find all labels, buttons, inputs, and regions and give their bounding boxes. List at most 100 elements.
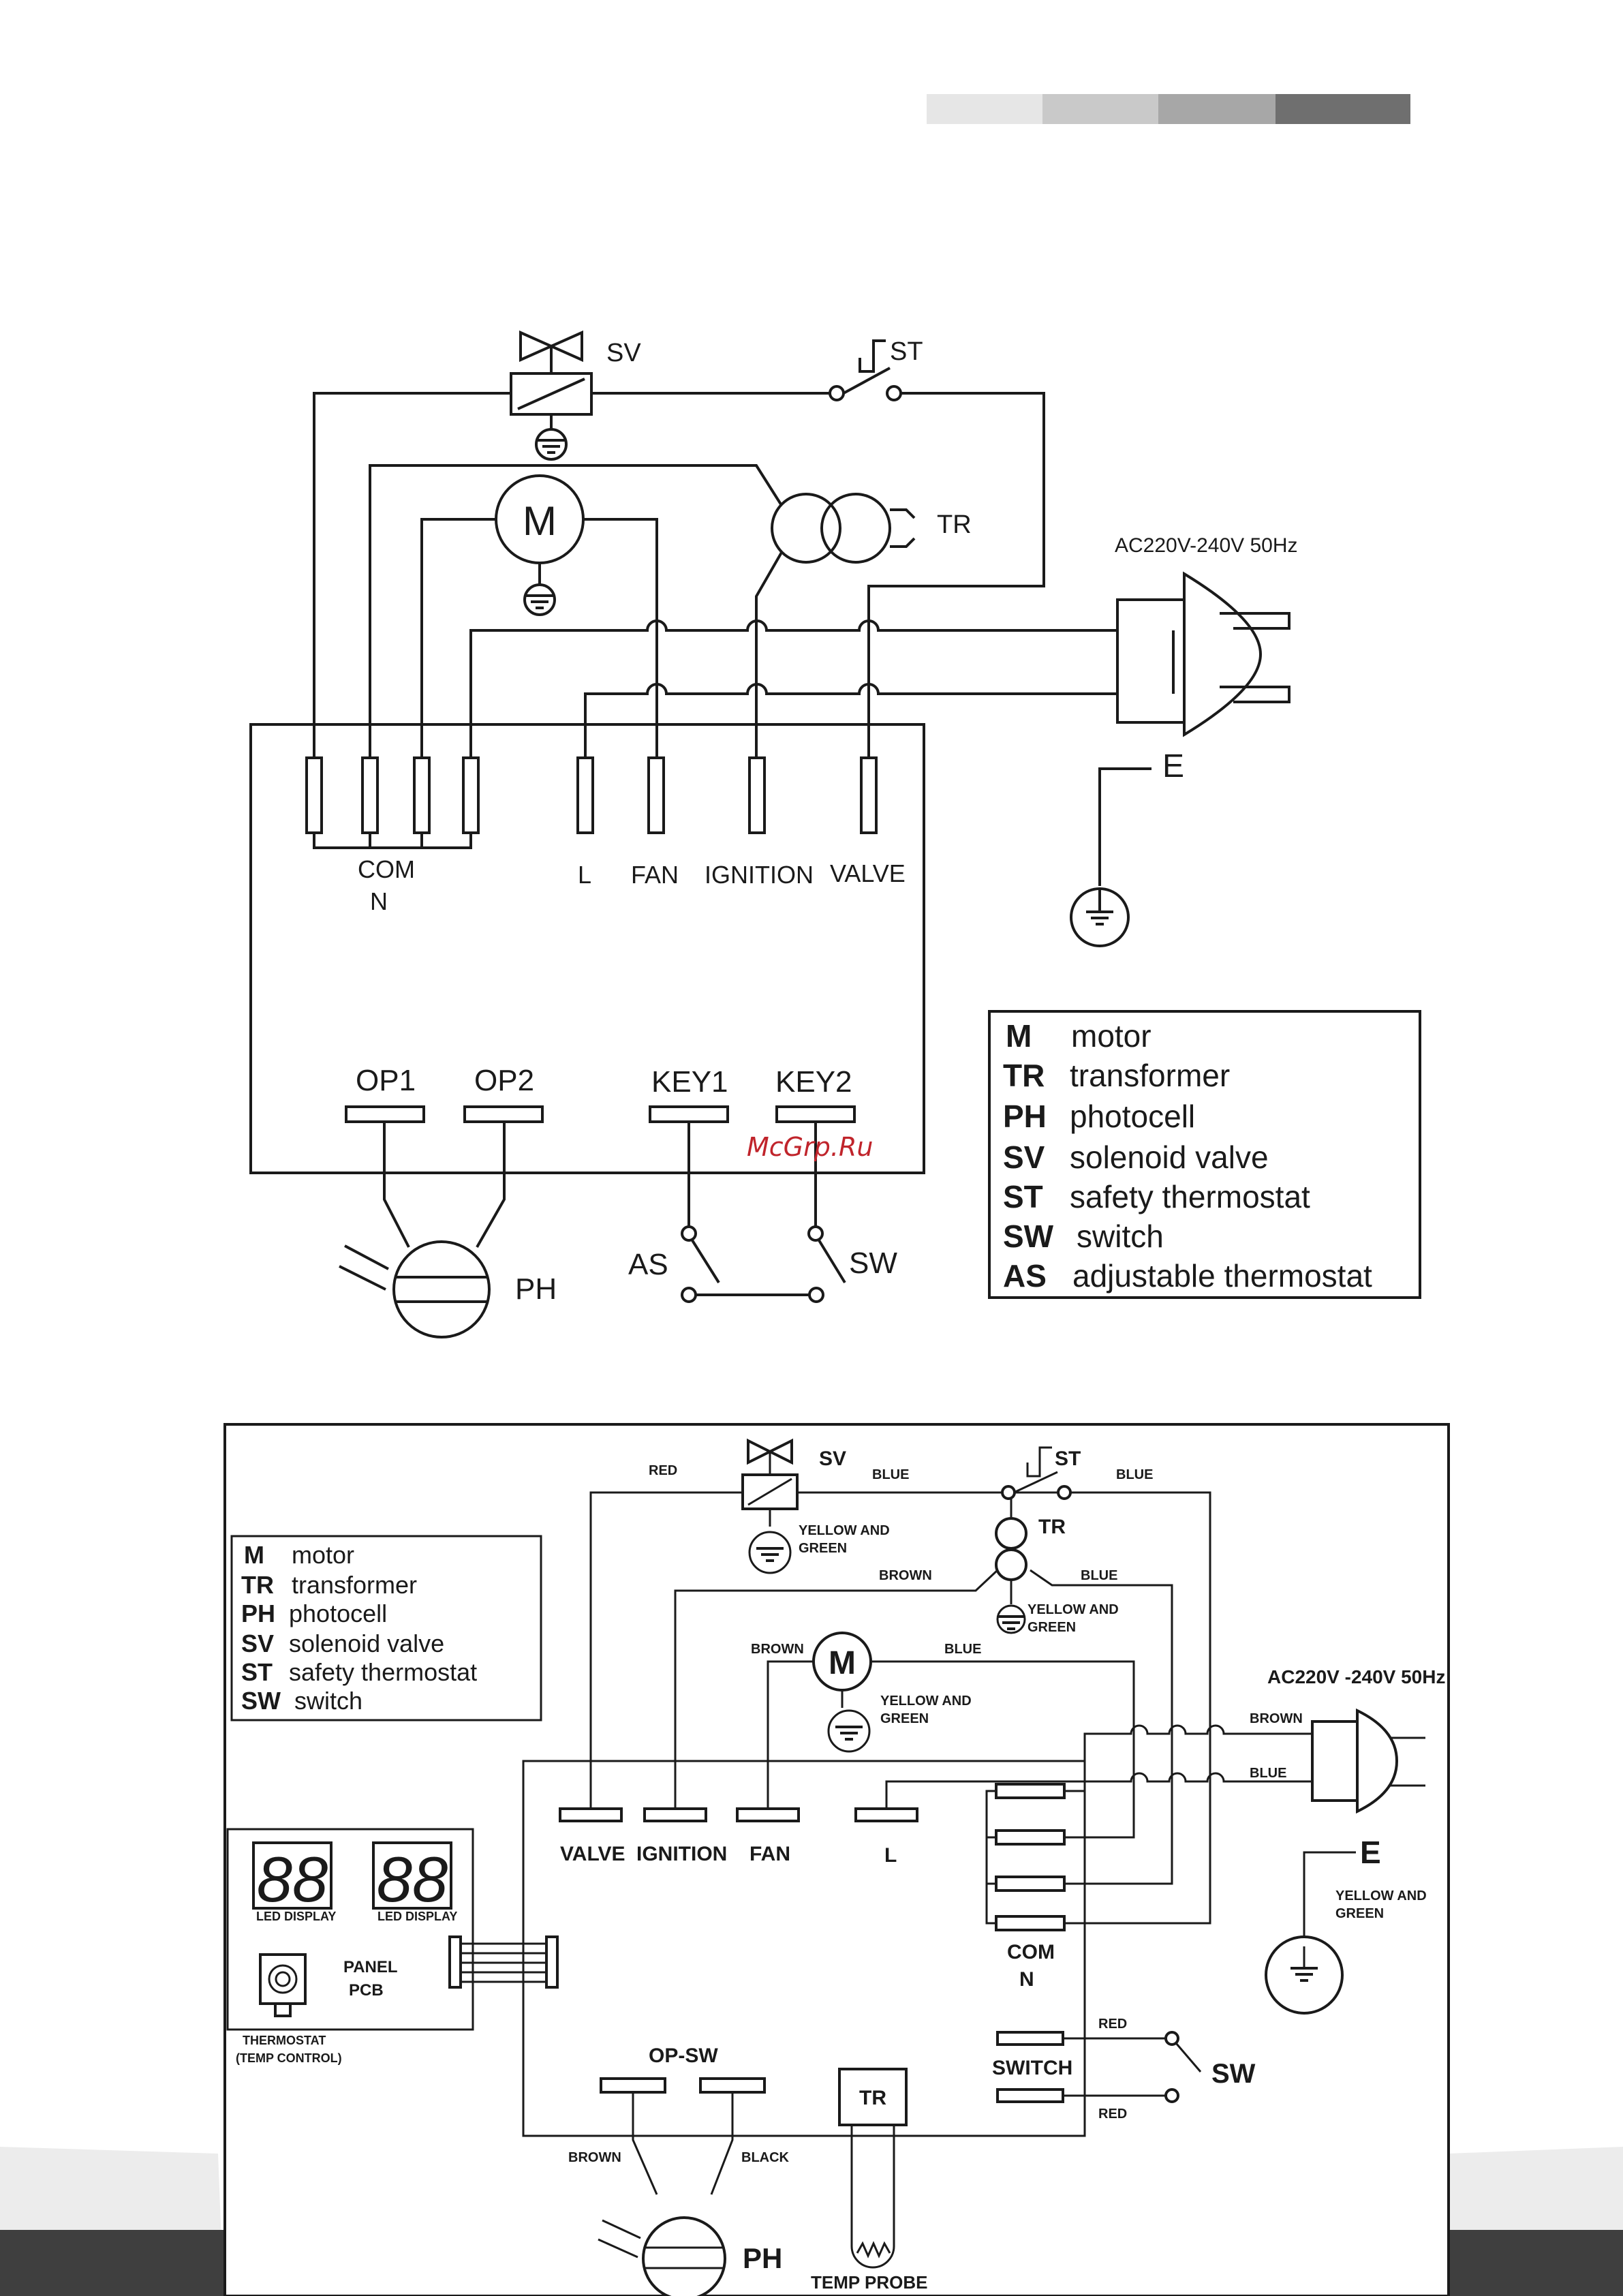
d2-label-thermostat-2: (TEMP CONTROL) [236,2051,342,2065]
d2-label-com: COM [1007,1941,1055,1963]
d2-label-panel: PANEL [343,1958,398,1976]
header-swatch-1 [927,94,1042,124]
d2-legend: M motor TR transformer PH photocell SV s… [230,1535,542,1721]
d1-solenoid-valve: SV [510,330,641,461]
d2-legend-code-4: SV [241,1629,274,1657]
d2-legend-desc-3: photocell [289,1599,387,1627]
d2-label-red-sv: RED [649,1463,677,1478]
d2-led-digits-2: 88 [377,1843,448,1915]
d2-legend-code-5: ST [241,1658,273,1686]
d2-label-fan: FAN [749,1843,790,1865]
d1-legend-desc-3: photocell [1070,1099,1195,1134]
d2-legend-desc-2: transformer [292,1571,417,1599]
header-color-bar [927,94,1410,124]
d2-label-tr: TR [1038,1516,1066,1538]
d2-label-op-sw: OP-SW [649,2045,718,2067]
d2-label-yg-e-2: GREEN [1335,1906,1384,1921]
d2-label-yg-sv-2: GREEN [799,1541,847,1556]
d2-label-thermostat-1: THERMOSTAT [243,2034,326,2047]
d1-label-n: N [370,887,388,915]
d1-legend-desc-2: transformer [1070,1058,1230,1093]
d1-legend-code-5: ST [1003,1179,1043,1214]
d2-label-pcb: PCB [349,1981,384,2000]
d2-legend-desc-1: motor [292,1541,354,1569]
d1-label-earth: E [1162,748,1184,784]
d1-label-sw: SW [849,1246,897,1280]
d1-label-power: AC220V-240V 50Hz [1115,534,1298,557]
d2-label-blue-plug: BLUE [1250,1766,1286,1781]
d1-transformer: TR [771,493,972,564]
d1-label-fan: FAN [631,861,679,889]
d1-legend-desc-5: safety thermostat [1070,1179,1310,1214]
d1-label-valve: VALVE [830,859,906,887]
d1-legend-code-3: PH [1003,1099,1047,1134]
d1-control-board [249,723,925,1174]
d2-legend-desc-5: safety thermostat [289,1658,477,1686]
d2-label-ignition: IGNITION [636,1843,727,1865]
d2-panel-pcb: 88 88 LED DISPLAY LED DISPLAY PANEL PCB … [226,1828,559,2065]
d2-wiring [589,1491,1312,2246]
d2-label-tr-box: TR [859,2087,886,2109]
d2-motor: M BROWN BLUE YELLOW AND GREEN [751,1632,981,1753]
d2-safety-thermostat: ST BLUE [1001,1446,1153,1500]
d1-legend-desc-6: switch [1077,1219,1164,1254]
d2-label-l: L [884,1844,897,1867]
d2-legend-desc-6: switch [294,1687,362,1715]
d2-label-led-display-2: LED DISPLAY [377,1910,457,1923]
d2-temp-probe: TEMP PROBE [811,2241,927,2293]
d2-power-plug: AC220V -240V 50Hz BROWN BLUE [1250,1666,1445,1814]
diagram-2: M motor TR transformer PH photocell SV s… [223,1423,1450,2296]
d2-legend-code-6: SW [241,1687,281,1715]
d2-label-black-ph: BLACK [741,2150,790,2165]
d2-label-blue-st: BLUE [1116,1467,1153,1482]
d2-label-ph: PH [743,2242,782,2274]
d2-legend-code-3: PH [241,1599,275,1627]
d2-label-blue-m: BLUE [944,1642,981,1657]
d2-photocell: BROWN BLACK PH [568,2150,790,2296]
d1-photocell: PH [339,1122,557,1338]
d2-label-red-sw1: RED [1098,2017,1127,2032]
d2-transformer: TR BROWN BLUE YELLOW AND GREEN [879,1499,1119,1635]
d2-label-yg-sv-1: YELLOW AND [799,1523,890,1538]
d1-label-key2: KEY2 [775,1065,852,1099]
d1-label-op2: OP2 [474,1064,534,1097]
d2-label-motor: M [829,1645,856,1681]
d1-label-st: ST [890,337,923,366]
d2-label-red-sw2: RED [1098,2107,1127,2122]
header-swatch-2 [1042,94,1158,124]
d1-legend-code-1: M [1006,1018,1032,1054]
d2-label-yg-tr-1: YELLOW AND [1027,1602,1119,1617]
d2-control-board [522,1760,1086,2137]
d1-switches: AS SW [628,1122,897,1303]
d2-label-n: N [1019,1968,1034,1991]
d1-label-op1: OP1 [356,1064,416,1097]
d1-label-com: COM [358,855,415,883]
d2-led-digits-1: 88 [257,1843,328,1915]
d1-terminals [305,756,878,849]
d2-label-brown-plug: BROWN [1250,1711,1303,1726]
d2-label-switch: SWITCH [992,2057,1072,2079]
diagram-1: SV ST M TR AC220V-240V 50Hz [249,330,1421,1338]
d1-label-tr: TR [937,510,972,539]
d1-label-sv: SV [606,339,641,367]
d2-label-brown-tr: BROWN [879,1568,932,1583]
d1-label-ignition: IGNITION [705,861,814,889]
d1-wiring [313,392,1117,758]
d2-label-earth: E [1360,1835,1381,1870]
d1-legend-code-2: TR [1003,1058,1045,1093]
d2-label-led-display-1: LED DISPLAY [256,1910,336,1923]
d1-bottom-terminals: OP1 OP2 KEY1 KEY2 [345,1064,856,1123]
d2-label-sw: SW [1211,2059,1256,2089]
d1-safety-thermostat: ST [829,337,923,401]
d2-label-temp-probe: TEMP PROBE [811,2272,927,2293]
d1-label-motor: M [523,498,557,544]
d1-legend-code-6: SW [1003,1219,1054,1254]
d2-label-yg-m-2: GREEN [880,1711,929,1726]
header-swatch-3 [1158,94,1276,124]
d1-legend-desc-4: solenoid valve [1070,1139,1269,1175]
d2-legend-desc-4: solenoid valve [289,1629,444,1657]
d1-legend-code-7: AS [1003,1258,1047,1294]
d2-legend-code-2: TR [241,1571,274,1599]
d1-legend: M motor TR transformer PH photocell SV s… [988,1010,1421,1299]
d1-legend-desc-7: adjustable thermostat [1072,1258,1372,1294]
